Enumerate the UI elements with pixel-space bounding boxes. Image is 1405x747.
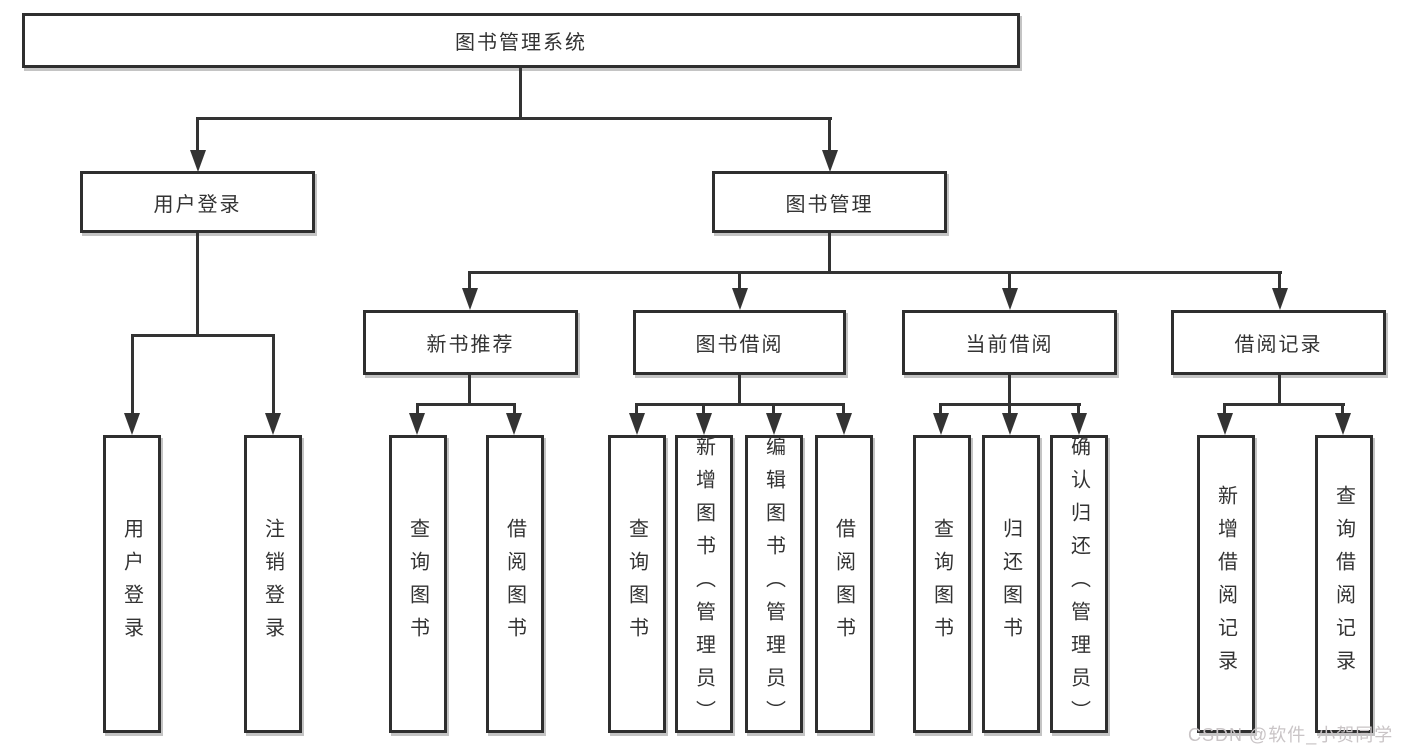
arrowhead — [1272, 288, 1288, 310]
connector-line — [513, 403, 516, 415]
node-current-borrowing: 当前借阅 — [902, 310, 1117, 375]
connector-line — [702, 403, 705, 415]
connector-line — [738, 375, 741, 406]
connector-line — [738, 271, 741, 290]
connector-line — [772, 403, 775, 415]
arrowhead — [265, 413, 281, 435]
leaf-query-books-recommend-label: 查询图书 — [406, 518, 429, 650]
connector-line — [196, 117, 199, 151]
leaf-confirm-return-admin-label: 确认归还（管理员） — [1067, 435, 1090, 733]
arrowhead — [124, 413, 140, 435]
connector-line — [1008, 375, 1011, 406]
arrowhead — [1335, 413, 1351, 435]
node-library-system: 图书管理系统 — [22, 13, 1020, 68]
connector-line — [842, 403, 845, 415]
connector-line — [468, 271, 1282, 274]
arrowhead — [836, 413, 852, 435]
connector-line — [519, 68, 522, 120]
leaf-return-books: 归还图书 — [982, 435, 1040, 733]
connector-line — [468, 271, 471, 290]
connector-line — [939, 403, 942, 415]
connector-line — [1223, 403, 1345, 406]
connector-line — [131, 334, 275, 337]
connector-line — [1278, 375, 1281, 406]
leaf-user-login-label: 用户登录 — [120, 518, 143, 650]
connector-line — [1008, 403, 1011, 415]
connector-line — [635, 403, 638, 415]
connector-line — [1077, 403, 1080, 415]
connector-line — [1341, 403, 1344, 415]
connector-line — [635, 403, 845, 406]
node-borrowing-records-label: 借阅记录 — [1234, 334, 1323, 356]
leaf-confirm-return-admin: 确认归还（管理员） — [1050, 435, 1108, 733]
leaf-query-borrow-record: 查询借阅记录 — [1315, 435, 1373, 733]
leaf-query-books-recommend: 查询图书 — [389, 435, 447, 733]
leaf-query-books-current-label: 查询图书 — [930, 518, 953, 650]
node-book-borrowing: 图书借阅 — [633, 310, 846, 375]
connector-line — [1278, 271, 1281, 290]
connector-line — [196, 233, 199, 336]
connector-line — [468, 375, 471, 406]
watermark: CSDN @软件_小贺同学 — [1188, 725, 1394, 745]
leaf-logout: 注销登录 — [244, 435, 302, 733]
arrowhead — [462, 288, 478, 310]
leaf-borrow-books-recommend: 借阅图书 — [486, 435, 544, 733]
connector-line — [828, 233, 831, 274]
arrowhead — [933, 413, 949, 435]
connector-line — [196, 117, 832, 120]
node-current-borrowing-label: 当前借阅 — [965, 334, 1054, 356]
connector-line — [1223, 403, 1226, 415]
node-library-system-label: 图书管理系统 — [455, 32, 587, 54]
arrowhead — [409, 413, 425, 435]
connector-line — [272, 334, 275, 414]
leaf-query-books-borrowing-label: 查询图书 — [625, 518, 648, 650]
node-user-login-label: 用户登录 — [153, 193, 242, 216]
leaf-add-books-admin-label: 新增图书（管理员） — [692, 435, 715, 733]
node-book-management: 图书管理 — [712, 171, 947, 233]
leaf-user-login: 用户登录 — [103, 435, 161, 733]
leaf-query-books-borrowing: 查询图书 — [608, 435, 666, 733]
arrowhead — [1217, 413, 1233, 435]
leaf-logout-label: 注销登录 — [261, 518, 284, 650]
leaf-query-books-current: 查询图书 — [913, 435, 971, 733]
node-book-management-label: 图书管理 — [785, 193, 874, 216]
arrowhead — [822, 150, 838, 172]
arrowhead — [696, 413, 712, 435]
connector-line — [416, 403, 419, 415]
connector-line — [131, 334, 134, 414]
leaf-borrow-books-recommend-label: 借阅图书 — [503, 518, 526, 650]
leaf-borrow-books-borrowing-label: 借阅图书 — [832, 518, 855, 650]
leaf-edit-books-admin-label: 编辑图书（管理员） — [762, 435, 785, 733]
arrowhead — [629, 413, 645, 435]
leaf-edit-books-admin: 编辑图书（管理员） — [745, 435, 803, 733]
arrowhead — [732, 288, 748, 310]
connector-line — [828, 117, 831, 151]
leaf-borrow-books-borrowing: 借阅图书 — [815, 435, 873, 733]
leaf-add-borrow-record-label: 新增借阅记录 — [1214, 485, 1237, 683]
node-book-borrowing-label: 图书借阅 — [695, 334, 784, 356]
leaf-add-books-admin: 新增图书（管理员） — [675, 435, 733, 733]
node-new-book-recommendation-label: 新书推荐 — [426, 334, 515, 356]
arrowhead — [190, 150, 206, 172]
node-new-book-recommendation: 新书推荐 — [363, 310, 578, 375]
leaf-return-books-label: 归还图书 — [999, 518, 1022, 650]
connector-line — [1008, 271, 1011, 290]
leaf-add-borrow-record: 新增借阅记录 — [1197, 435, 1255, 733]
connector-line — [416, 403, 516, 406]
node-borrowing-records: 借阅记录 — [1171, 310, 1386, 375]
arrowhead — [506, 413, 522, 435]
leaf-query-borrow-record-label: 查询借阅记录 — [1332, 485, 1355, 683]
arrowhead — [1071, 413, 1087, 435]
arrowhead — [1002, 413, 1018, 435]
arrowhead — [1002, 288, 1018, 310]
node-user-login: 用户登录 — [80, 171, 315, 233]
arrowhead — [766, 413, 782, 435]
